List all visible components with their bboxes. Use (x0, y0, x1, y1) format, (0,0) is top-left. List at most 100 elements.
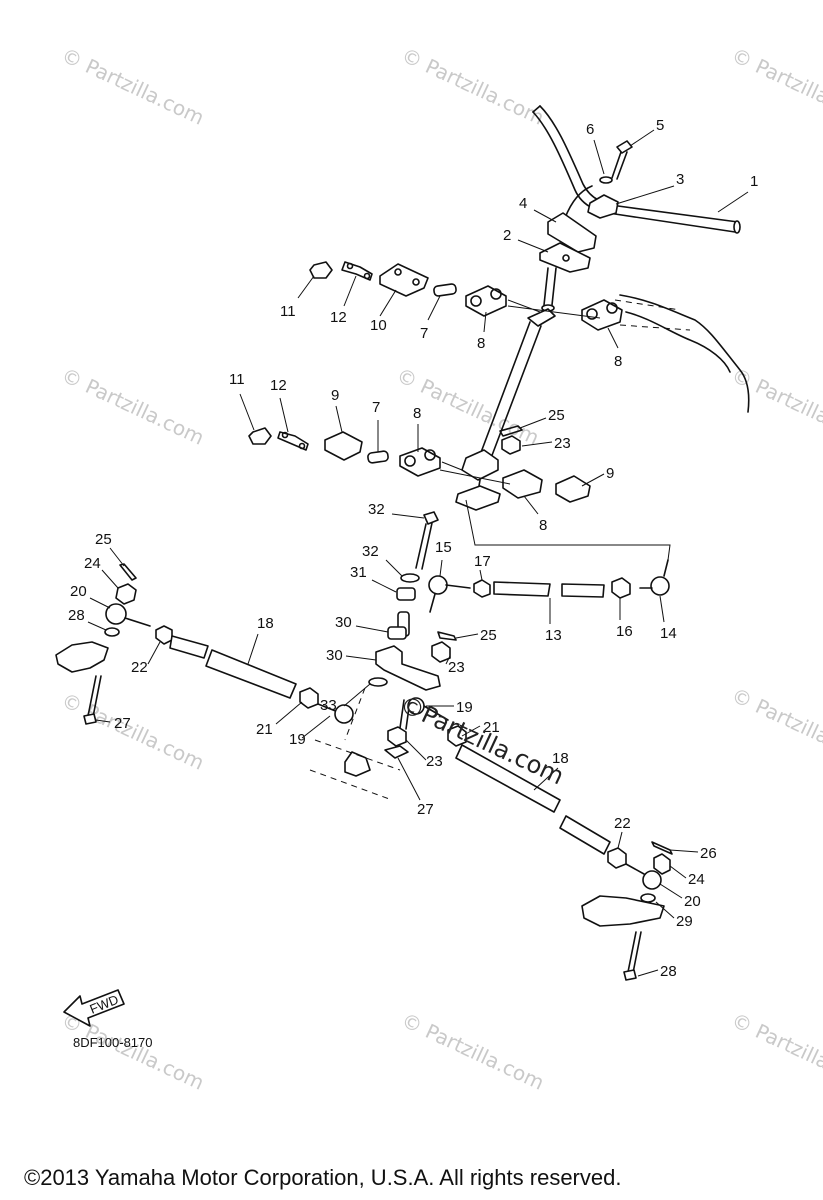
callout-leader (523, 495, 539, 515)
callout-32: 32 (362, 543, 379, 560)
callout-leader (87, 621, 107, 631)
upper-tie-rod (428, 559, 670, 613)
callout-24: 24 (688, 871, 705, 888)
callout-leader (343, 683, 371, 707)
callout-leader (335, 405, 343, 433)
callout-25: 25 (548, 407, 565, 424)
callout-leader (669, 849, 699, 853)
callout-leader (483, 311, 487, 333)
callout-10: 10 (370, 317, 387, 334)
callout-leader (581, 473, 605, 487)
callout-30: 30 (326, 647, 343, 664)
callout-14: 14 (660, 625, 677, 642)
callout-18: 18 (257, 615, 274, 632)
callout-26: 26 (700, 845, 717, 862)
callout-23: 23 (448, 659, 465, 676)
callout-leader (397, 757, 421, 801)
callout-leader (379, 289, 397, 317)
watermark: © Partzilla.com (728, 363, 823, 450)
callout-leader (279, 397, 289, 433)
callout-leader (455, 633, 479, 639)
callout-leader (669, 865, 687, 879)
callout-leader (95, 719, 111, 723)
callout-leader (717, 191, 749, 213)
callout-3: 3 (676, 171, 684, 188)
left-knuckle-parts (55, 563, 354, 725)
callout-leader (297, 275, 315, 299)
callout-20: 20 (70, 583, 87, 600)
watermark: © Partzilla.com (398, 43, 548, 130)
callout-leader (521, 441, 553, 447)
lower-holder-parts (248, 425, 591, 503)
callout-leader (345, 655, 377, 661)
callout-15: 15 (435, 539, 452, 556)
fwd-label: FWD (88, 992, 121, 1017)
callout-16: 16 (616, 623, 633, 640)
callout-5: 5 (656, 117, 664, 134)
callout-27: 27 (417, 801, 434, 818)
callout-23: 23 (426, 753, 443, 770)
callout-leader (659, 883, 683, 899)
callout-27: 27 (114, 715, 131, 732)
watermark: © Partzilla.com (58, 363, 208, 450)
callout-17: 17 (474, 553, 491, 570)
callout-29: 29 (676, 913, 693, 930)
callout-28: 28 (660, 963, 677, 980)
callout-leader (89, 597, 111, 609)
callout-leader (533, 767, 559, 791)
handlebar-assembly (455, 105, 750, 511)
callout-6: 6 (586, 121, 594, 138)
callout-leaders (87, 129, 749, 977)
callout-8: 8 (614, 353, 622, 370)
callout-30: 30 (335, 614, 352, 631)
callout-19: 19 (289, 731, 306, 748)
callout-7: 7 (372, 399, 380, 416)
callout-18: 18 (552, 750, 569, 767)
copyright-notice: ©2013 Yamaha Motor Corporation, U.S.A. A… (24, 1165, 621, 1190)
callout-leader (439, 559, 443, 577)
callout-leader (371, 579, 397, 593)
callout-leader (275, 701, 303, 725)
callout-leader (519, 417, 547, 429)
callout-9: 9 (606, 465, 614, 482)
callout-11: 11 (229, 371, 245, 388)
callout-12: 12 (330, 309, 347, 326)
callout-23: 23 (554, 435, 571, 452)
callout-22: 22 (614, 815, 631, 832)
callout-21: 21 (483, 719, 500, 736)
upper-holder-parts (309, 261, 623, 331)
callout-leader (655, 901, 675, 919)
watermark: © Partzilla.com (58, 688, 208, 775)
callout-19: 19 (456, 699, 473, 716)
callout-leader (517, 239, 549, 253)
callout-20: 20 (684, 893, 701, 910)
callout-31: 31 (350, 564, 367, 581)
callout-8: 8 (539, 517, 547, 534)
callout-leader (101, 569, 119, 589)
callout-leader (445, 655, 451, 665)
callout-33: 33 (320, 697, 337, 714)
diagram-code: 8DF100-8170 (73, 1035, 153, 1050)
callout-leader (607, 327, 619, 349)
callout-13: 13 (545, 627, 562, 644)
callout-leader (109, 547, 125, 567)
watermark: © Partzilla.com (398, 1008, 548, 1095)
callout-4: 4 (519, 195, 527, 212)
callout-9: 9 (331, 387, 339, 404)
watermark: © Partzilla.com (728, 1008, 823, 1095)
watermark: © Partzilla.com (728, 683, 823, 770)
right-tie-rod (399, 697, 673, 981)
callout-leader (659, 595, 665, 623)
callout-leader (533, 209, 557, 223)
callout-leader (391, 513, 425, 519)
callout-leader (593, 139, 605, 175)
callout-leader (405, 739, 427, 761)
callout-leader (343, 275, 357, 307)
callout-leader (637, 969, 659, 977)
callout-leader (147, 641, 161, 665)
callout-28: 28 (68, 607, 85, 624)
watermark: © Partzilla.com (58, 43, 208, 130)
